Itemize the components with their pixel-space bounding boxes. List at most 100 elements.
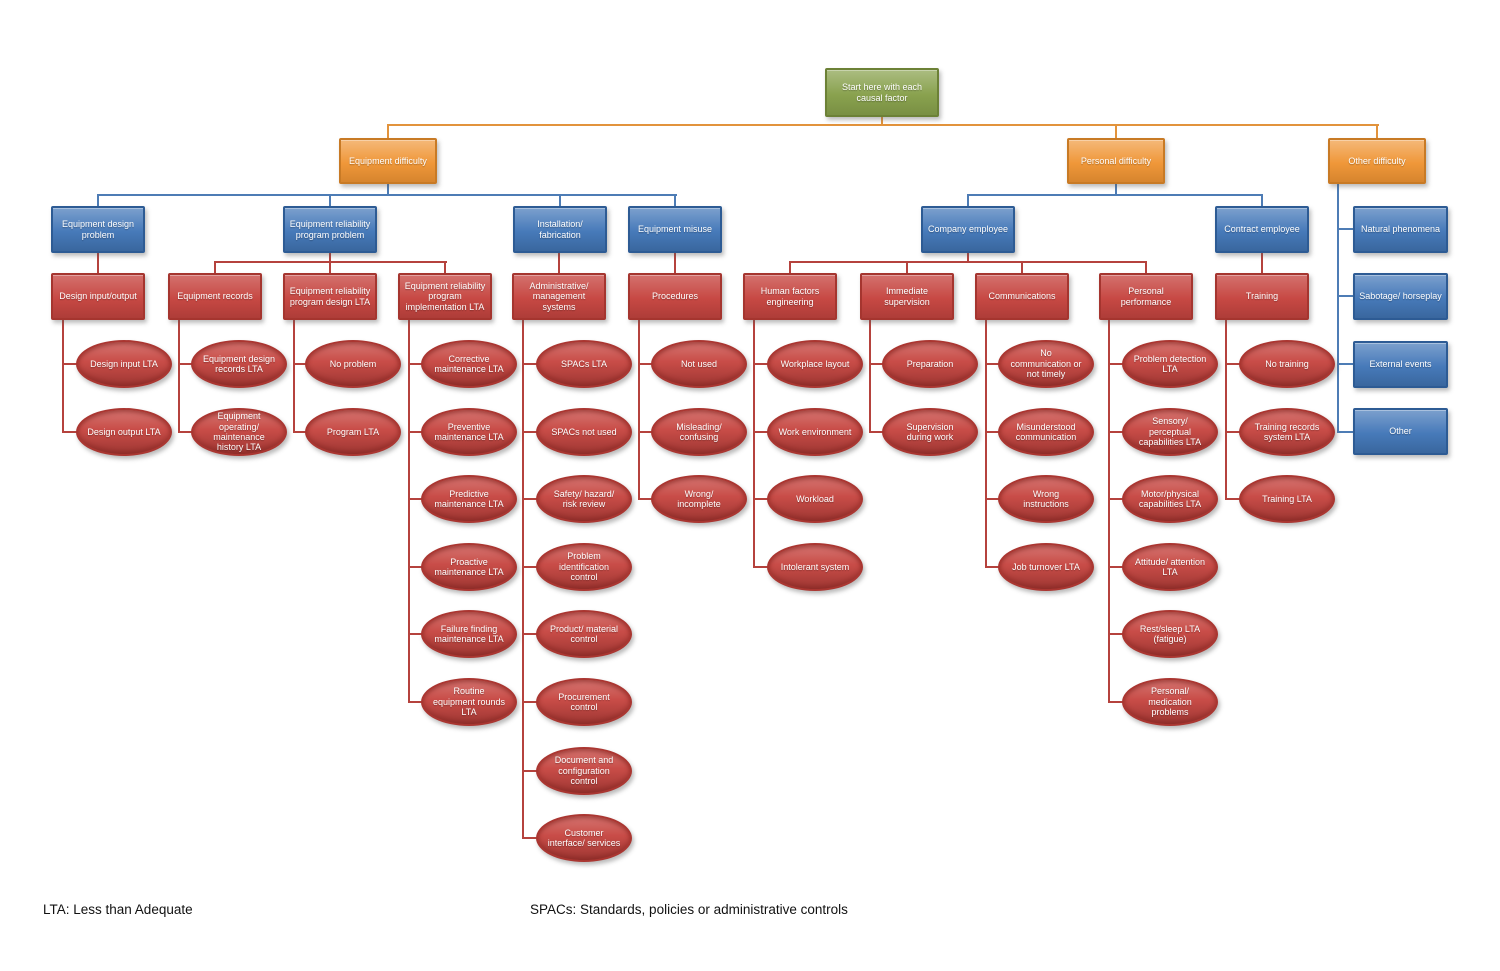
spacs-legend-note: SPACs: Standards, policies or administra… [530,902,848,917]
product-material-control-node: Product/​ material control [536,610,632,658]
red-connector-segment [753,363,768,365]
orange-connector-segment [387,124,1379,126]
workload-node: Workload [767,475,863,523]
red-connector-segment [985,566,999,568]
red-connector-segment [1225,320,1227,500]
red-connector-segment [178,431,192,433]
equipment-reliability-program-problem-node: Equipment reliability program problem [283,206,377,253]
blue-connector-segment [967,194,1263,196]
design-input-output-node: Design input/​output [51,273,145,320]
red-connector-segment [638,498,652,500]
equipment-design-problem-node: Equipment design problem [51,206,145,253]
intolerant-system-node: Intolerant system [767,543,863,591]
external-events-node: External events [1353,341,1448,388]
training-node: Training [1215,273,1309,320]
equipment-misuse-node: Equipment misuse [628,206,722,253]
red-connector-segment [408,320,410,703]
not-used-node: Not used [651,340,747,388]
red-connector-segment [178,363,192,365]
red-connector-segment [522,363,537,365]
equipment-difficulty-node: Equipment difficulty [339,138,437,184]
problem-identification-control-node: Problem identification control [536,543,632,591]
red-connector-segment [408,633,422,635]
red-connector-segment [1108,633,1123,635]
motor-physical-capabilities-lta-node: Motor/​physical capabilities LTA [1122,475,1218,523]
red-connector-segment [985,498,999,500]
blue-connector-segment [1337,363,1354,365]
red-connector-segment [293,431,306,433]
preparation-node: Preparation [882,340,978,388]
customer-interface-services-node: Customer interface/​ services [536,814,632,862]
red-connector-segment [1108,363,1123,365]
red-connector-segment [408,498,422,500]
red-connector-segment [444,261,446,273]
blue-connector-segment [387,184,389,195]
human-factors-engineering-node: Human factors engineering [743,273,837,320]
predictive-maintenance-lta-node: Predictive maintenance LTA [421,475,517,523]
sensory-perceptual-capabilities-lta-node: Sensory/​ perceptual capabilities LTA [1122,408,1218,456]
red-connector-segment [408,701,422,703]
blue-connector-segment [967,194,969,206]
immediate-supervision-node: Immediate supervision [860,273,954,320]
red-connector-segment [522,498,537,500]
failure-finding-maintenance-lta-node: Failure finding maintenance LTA [421,610,517,658]
problem-detection-lta-node: Problem detection LTA [1122,340,1218,388]
red-connector-segment [1108,566,1123,568]
orange-connector-segment [1115,124,1117,138]
blue-connector-segment [97,194,99,206]
red-connector-segment [638,363,652,365]
red-connector-segment [789,261,791,273]
other-node: Other [1353,408,1448,455]
misunderstood-communication-node: Misunderstood communication [998,408,1094,456]
personal-difficulty-node: Personal difficulty [1067,138,1165,184]
red-connector-segment [638,320,640,500]
orange-connector-segment [1376,124,1378,138]
red-connector-segment [753,431,768,433]
blue-connector-segment [1261,194,1263,206]
orange-connector-segment [881,117,883,126]
equipment-design-records-lta-node: Equipment design records LTA [191,340,287,388]
misleading-confusing-node: Misleading/​ confusing [651,408,747,456]
blue-connector-segment [559,194,561,206]
red-connector-segment [1261,253,1263,273]
work-environment-node: Work environment [767,408,863,456]
lta-legend-note: LTA: Less than Adequate [43,902,193,917]
red-connector-segment [1108,431,1123,433]
routine-equipment-rounds-lta-node: Routine equipment rounds LTA [421,678,517,726]
start-here-node: Start here with each causal factor [825,68,939,117]
wrong-incomplete-node: Wrong/​ incomplete [651,475,747,523]
red-connector-segment [522,633,537,635]
red-connector-segment [62,363,77,365]
document-and-configuration-control-node: Document and configuration control [536,747,632,795]
blue-connector-segment [674,194,676,206]
red-connector-segment [753,566,768,568]
red-connector-segment [985,363,999,365]
blue-connector-segment [1337,228,1354,230]
rest-sleep-lta-fatigue-node: Rest/​sleep LTA (fatigue) [1122,610,1218,658]
red-connector-segment [1225,498,1240,500]
red-connector-segment [522,566,537,568]
proactive-maintenance-lta-node: Proactive maintenance LTA [421,543,517,591]
red-connector-segment [1225,363,1240,365]
red-connector-segment [558,253,560,273]
no-communication-or-not-timely-node: No communication or not timely [998,340,1094,388]
red-connector-segment [178,320,180,433]
red-connector-segment [62,320,64,433]
design-output-lta-node: Design output LTA [76,408,172,456]
red-connector-segment [985,431,999,433]
red-connector-segment [1108,701,1123,703]
red-connector-segment [522,701,537,703]
red-connector-segment [985,320,987,568]
equipment-operating-maintenance-history-lta-node: Equipment operating/​ maintenance histor… [191,408,287,456]
natural-phenomena-node: Natural phenomena [1353,206,1448,253]
blue-connector-segment [1337,295,1354,297]
blue-connector-segment [329,194,331,206]
red-connector-segment [329,253,331,262]
equipment-reliability-program-design-lta-node: Equipment reliability program design LTA [283,273,377,320]
training-lta-node: Training LTA [1239,475,1335,523]
red-connector-segment [522,837,537,839]
preventive-maintenance-lta-node: Preventive maintenance LTA [421,408,517,456]
job-turnover-lta-node: Job turnover LTA [998,543,1094,591]
program-lta-node: Program LTA [305,408,401,456]
supervision-during-work-node: Supervision during work [882,408,978,456]
